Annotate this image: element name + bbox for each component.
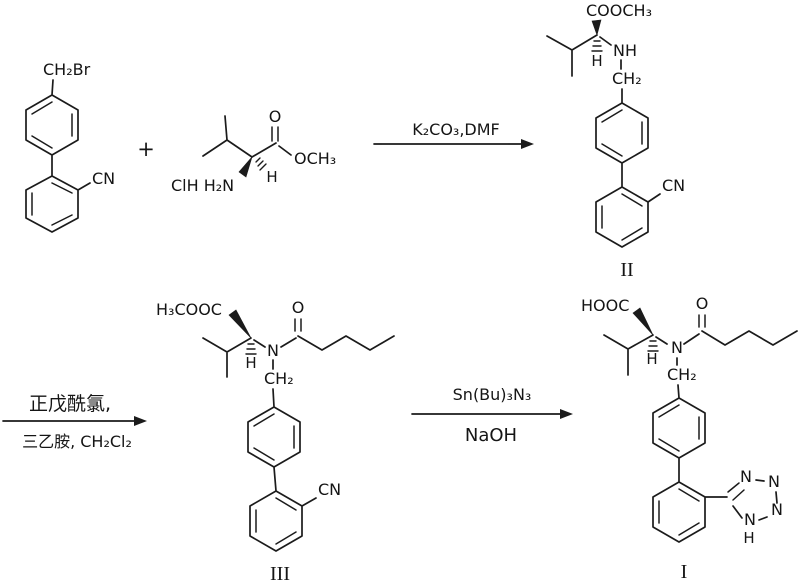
plus-sign: + — [137, 137, 155, 161]
bond-skeleton — [25, 79, 91, 233]
amide-n-label: N — [671, 338, 683, 357]
double-bond-lines — [658, 404, 700, 536]
tetrazole-n2-label: N — [771, 500, 783, 519]
tetrazole-n3-label: N — [768, 472, 780, 491]
acid-label: HOOC — [581, 296, 629, 315]
methylene-label: CH₂ — [667, 365, 697, 384]
compound-i-structure: HOOC O N H CH₂ N N N N H I — [581, 294, 798, 583]
reactant-bromide-structure: CH₂Br CN — [25, 60, 115, 233]
arrow-head-icon — [521, 139, 534, 149]
stereo-wedge — [591, 19, 602, 37]
step3-reagent-above-label: Sn(Bu)₃N₃ — [453, 385, 532, 404]
step1-reagent-label: K₂CO₃,DMF — [412, 120, 500, 139]
step2-reagent-above-label: 正戊酰氯, — [29, 393, 111, 415]
compound-ii-number: II — [620, 259, 633, 281]
tetrazole-nh-h-label: H — [743, 529, 754, 547]
carbonyl-o-label: O — [292, 298, 305, 317]
double-bond-lines — [31, 101, 73, 226]
methoxy-label: OCH₃ — [294, 149, 336, 168]
stereo-wedge — [228, 309, 252, 339]
tetrazole-double-bond — [727, 482, 745, 501]
tetrazole-bonds — [732, 479, 778, 521]
compound-iii-number: III — [270, 563, 290, 583]
stereo-wedge — [632, 307, 654, 336]
carbonyl-double-bond — [294, 318, 302, 332]
carbonyl-o-label: O — [269, 107, 282, 126]
reaction-arrow-3: Sn(Bu)₃N₃ NaOH — [411, 385, 573, 446]
compound-i-number: I — [681, 561, 688, 583]
bond-skeleton — [202, 335, 395, 552]
methylene-label: CH₂ — [264, 369, 294, 388]
compound-iii-structure: H₃COOC O N H CH₂ CN III — [156, 298, 395, 583]
amide-n-label: N — [267, 341, 279, 360]
arrow-head-icon — [560, 409, 573, 419]
tetrazole-n1-label: N — [744, 510, 756, 529]
compound-ii-structure: COOCH₃ NH H CH₂ CN II — [546, 1, 685, 281]
tetrazole-n4-label: N — [740, 467, 752, 486]
bond-skeleton — [546, 34, 661, 248]
stereo-hash-bond — [245, 343, 257, 355]
ester-label: COOCH₃ — [586, 1, 652, 20]
methylene-label: CH₂ — [612, 69, 642, 88]
double-bond-lines — [601, 109, 643, 241]
stereo-hash-bond — [647, 340, 659, 352]
stereo-h-label: H — [245, 354, 256, 372]
nitrile-label: CN — [318, 480, 341, 499]
reaction-arrow-1: K₂CO₃,DMF — [373, 120, 534, 149]
step2-reagent-below-label: 三乙胺, CH₂Cl₂ — [22, 432, 132, 451]
bond-skeleton — [202, 115, 292, 158]
stereo-hash-bond — [255, 157, 267, 171]
stereo-hash-bond — [591, 40, 603, 52]
hydrochloride-amine-label: ClH H₂N — [171, 176, 234, 195]
carbonyl-o-label: O — [696, 294, 709, 313]
nitrile-label: CN — [92, 169, 115, 188]
stereo-h-label: H — [646, 350, 657, 368]
bond-skeleton — [603, 330, 798, 543]
arrow-head-icon — [134, 416, 147, 426]
ch2br-label: CH₂Br — [43, 60, 91, 79]
carbonyl-double-bond — [271, 126, 279, 142]
carbonyl-double-bond — [698, 314, 706, 328]
nitrile-label: CN — [662, 176, 685, 195]
double-bond-lines — [253, 413, 297, 545]
step3-reagent-below-label: NaOH — [465, 425, 517, 446]
reaction-arrow-2: 正戊酰氯, 三乙胺, CH₂Cl₂ — [2, 393, 147, 451]
amine-nh-label: NH — [613, 41, 637, 60]
stereo-h-label: H — [266, 168, 277, 186]
ester-label: H₃COOC — [156, 300, 222, 319]
valine-ester-structure: ClH H₂N O OCH₃ H — [171, 107, 336, 195]
stereo-h-label: H — [591, 52, 602, 70]
stereo-wedge — [238, 156, 253, 178]
